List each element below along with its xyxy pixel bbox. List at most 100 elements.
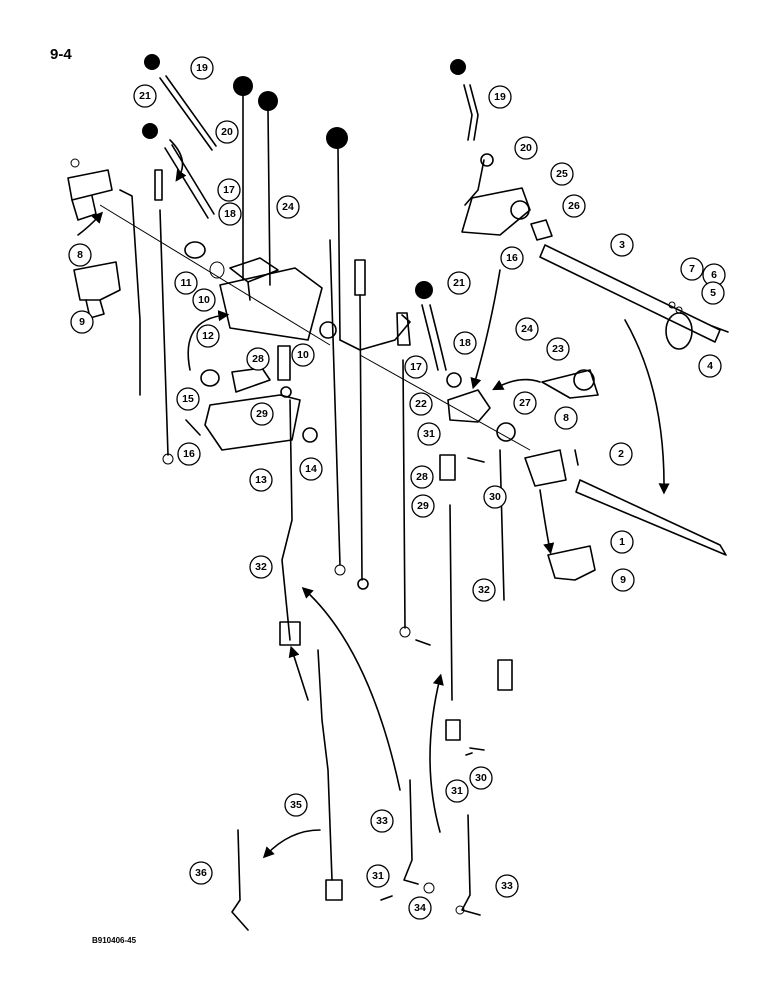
callout: 20 xyxy=(514,136,538,160)
callout: 28 xyxy=(410,465,434,489)
svg-text:9: 9 xyxy=(79,316,85,328)
svg-text:31: 31 xyxy=(451,785,463,797)
svg-text:19: 19 xyxy=(494,91,506,103)
svg-text:36: 36 xyxy=(195,867,207,879)
callout: 3 xyxy=(610,233,634,257)
svg-text:14: 14 xyxy=(305,463,317,475)
svg-text:16: 16 xyxy=(506,252,518,264)
svg-text:8: 8 xyxy=(77,249,83,261)
svg-text:16: 16 xyxy=(183,448,195,460)
svg-text:20: 20 xyxy=(520,142,532,154)
callout: 1 xyxy=(610,530,634,554)
document-code: B910406-45 xyxy=(92,936,137,945)
svg-text:19: 19 xyxy=(196,62,208,74)
callout: 29 xyxy=(250,402,274,426)
svg-text:33: 33 xyxy=(501,880,513,892)
callout: 4 xyxy=(698,354,722,378)
svg-text:21: 21 xyxy=(453,277,465,289)
svg-text:6: 6 xyxy=(711,269,717,281)
svg-text:17: 17 xyxy=(223,184,235,196)
svg-text:23: 23 xyxy=(552,343,564,355)
page-number: 9-4 xyxy=(50,46,72,63)
svg-text:25: 25 xyxy=(556,168,568,180)
svg-text:20: 20 xyxy=(221,126,233,138)
svg-text:18: 18 xyxy=(459,337,471,349)
callout: 31 xyxy=(445,779,469,803)
callout: 31 xyxy=(366,864,390,888)
svg-text:5: 5 xyxy=(710,287,716,299)
svg-text:13: 13 xyxy=(255,474,267,486)
callout: 21 xyxy=(447,271,471,295)
callout: 35 xyxy=(284,793,308,817)
svg-text:28: 28 xyxy=(252,353,264,365)
callout: 32 xyxy=(249,555,273,579)
callout: 23 xyxy=(546,337,570,361)
svg-text:21: 21 xyxy=(139,90,151,102)
callout: 17 xyxy=(404,355,428,379)
callout: 7 xyxy=(680,257,704,281)
svg-text:31: 31 xyxy=(423,428,435,440)
callout: 26 xyxy=(562,194,586,218)
svg-text:34: 34 xyxy=(414,902,426,914)
callout: 16 xyxy=(500,246,524,270)
callout: 36 xyxy=(189,861,213,885)
callout: 31 xyxy=(417,422,441,446)
callout: 10 xyxy=(192,288,216,312)
callout: 33 xyxy=(370,809,394,833)
svg-text:18: 18 xyxy=(224,208,236,220)
svg-text:32: 32 xyxy=(478,584,490,596)
callout: 17 xyxy=(217,178,241,202)
callout: 19 xyxy=(190,56,214,80)
svg-text:32: 32 xyxy=(255,561,267,573)
callout: 8 xyxy=(68,243,92,267)
callout: 10 xyxy=(291,343,315,367)
assembly-arrows xyxy=(77,139,670,859)
callout: 33 xyxy=(495,874,519,898)
svg-text:1: 1 xyxy=(619,536,625,548)
callout: 16 xyxy=(177,442,201,466)
svg-text:26: 26 xyxy=(568,200,580,212)
svg-text:27: 27 xyxy=(519,397,531,409)
svg-text:15: 15 xyxy=(182,393,194,405)
callout: 9 xyxy=(70,310,94,334)
svg-text:24: 24 xyxy=(521,323,533,335)
callout: 5 xyxy=(701,281,725,305)
svg-text:8: 8 xyxy=(563,412,569,424)
callout: 21 xyxy=(133,84,157,108)
svg-text:35: 35 xyxy=(290,799,302,811)
svg-text:30: 30 xyxy=(475,772,487,784)
svg-text:17: 17 xyxy=(410,361,422,373)
svg-text:7: 7 xyxy=(689,263,695,275)
svg-text:29: 29 xyxy=(256,408,268,420)
callout: 19 xyxy=(488,85,512,109)
svg-text:12: 12 xyxy=(202,330,214,342)
svg-text:29: 29 xyxy=(417,500,429,512)
svg-text:22: 22 xyxy=(415,398,427,410)
svg-text:28: 28 xyxy=(416,471,428,483)
svg-text:10: 10 xyxy=(198,294,210,306)
left-lever-group xyxy=(67,54,481,931)
svg-text:11: 11 xyxy=(180,277,191,289)
svg-text:30: 30 xyxy=(489,491,501,503)
callout: 32 xyxy=(472,578,496,602)
callout: 29 xyxy=(411,494,435,518)
svg-text:2: 2 xyxy=(618,448,624,460)
callout: 22 xyxy=(409,392,433,416)
callout: 34 xyxy=(408,896,432,920)
callout: 27 xyxy=(513,391,537,415)
callout: 18 xyxy=(453,331,477,355)
right-lever-group xyxy=(359,59,729,756)
callout: 8 xyxy=(554,406,578,430)
callout: 30 xyxy=(469,766,493,790)
callout: 11 xyxy=(174,271,198,295)
svg-text:24: 24 xyxy=(282,201,294,213)
callout: 28 xyxy=(246,347,270,371)
svg-text:3: 3 xyxy=(619,239,625,251)
callout: 15 xyxy=(176,387,200,411)
callout: 25 xyxy=(550,162,574,186)
svg-text:33: 33 xyxy=(376,815,388,827)
svg-text:31: 31 xyxy=(372,870,384,882)
callout: 14 xyxy=(299,457,323,481)
callout: 20 xyxy=(215,120,239,144)
